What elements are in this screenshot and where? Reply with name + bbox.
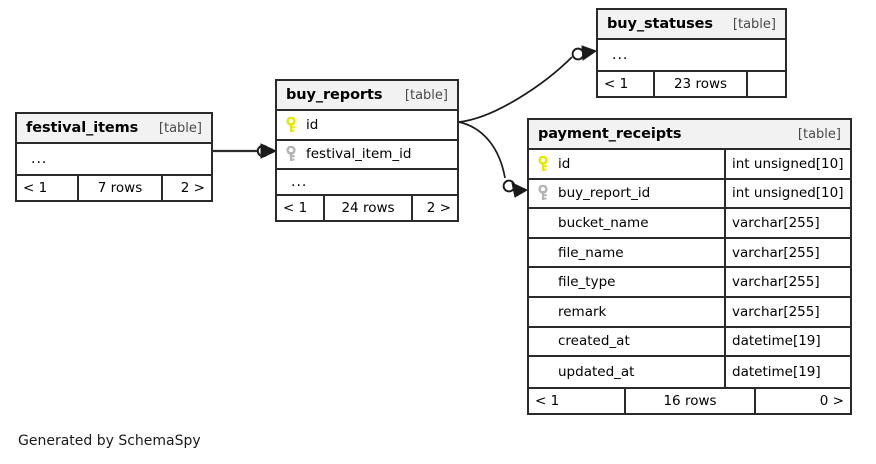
table-footer-buy_statuses: < 1 23 rows [598, 69, 785, 96]
column-type: datetime[19] [732, 363, 821, 380]
footer-parents-count[interactable]: < 1 [277, 196, 325, 221]
column-name: id [558, 155, 571, 172]
more-columns-ellipsis: ... [612, 46, 629, 63]
column-name: bucket_name [558, 214, 649, 231]
column-name: buy_report_id [558, 185, 651, 202]
footer-parents-count[interactable]: < 1 [598, 71, 655, 96]
table-node-payment_receipts[interactable]: payment_receipts [table] id int unsigned… [527, 118, 852, 415]
table-tag: [table] [158, 120, 202, 136]
more-columns-ellipsis: ... [291, 174, 308, 191]
footer-children-count[interactable]: 2 > [426, 200, 451, 217]
table-footer-festival_items: < 1 7 rows 2 > [17, 173, 211, 200]
column-name: file_name [558, 244, 624, 261]
column-type: int unsigned[10] [732, 185, 844, 202]
column-type: datetime[19] [732, 333, 821, 350]
footer-parents-count[interactable]: < 1 [17, 175, 79, 200]
table-header-buy_statuses: buy_statuses [table] [598, 10, 785, 40]
table-row: ... [598, 40, 785, 70]
table-row: file_type varchar[255] [529, 268, 850, 298]
table-name: payment_receipts [538, 126, 682, 142]
table-row: ... [277, 170, 457, 194]
table-header-buy_reports: buy_reports [table] [277, 81, 457, 111]
table-tag: [table] [797, 126, 841, 142]
primary-key-icon [285, 116, 301, 133]
crowsfoot-many-marker [581, 45, 598, 61]
table-row: created_at datetime[19] [529, 327, 850, 358]
column-name: festival_item_id [306, 146, 412, 163]
foreign-key-icon [537, 184, 553, 201]
relationship-festival_items-buy_reports [213, 143, 278, 159]
footer-row-count: 16 rows [626, 388, 756, 413]
table-node-buy_reports[interactable]: buy_reports [table] id [275, 79, 459, 223]
column-type: varchar[255] [732, 214, 820, 231]
table-node-festival_items[interactable]: festival_items [table] ... < 1 7 rows 2 … [15, 112, 213, 202]
crowsfoot-many-marker [511, 182, 529, 198]
table-header-festival_items: festival_items [table] [17, 114, 211, 144]
cardinality-one-marker [256, 144, 270, 158]
footer-children-count[interactable] [748, 72, 785, 96]
table-row: festival_item_id [277, 141, 457, 171]
footer-row-count: 7 rows [79, 175, 163, 200]
footer-row-count: 23 rows [655, 71, 748, 96]
column-type: varchar[255] [732, 244, 820, 261]
footer-children-count[interactable]: 0 > [819, 392, 844, 409]
table-row: id int unsigned[10] [529, 150, 850, 180]
foreign-key-icon [285, 145, 301, 162]
table-name: buy_statuses [607, 16, 713, 32]
table-row: updated_at datetime[19] [529, 357, 850, 387]
table-footer-buy_reports: < 1 24 rows 2 > [277, 194, 457, 221]
column-name: remark [558, 303, 607, 320]
relationship-buy_reports-buy_statuses [458, 45, 598, 123]
table-row: id [277, 111, 457, 141]
column-name: created_at [558, 333, 630, 350]
table-header-payment_receipts: payment_receipts [table] [529, 120, 850, 150]
schemaspy-credit: Generated by SchemaSpy [18, 433, 201, 449]
footer-children-count[interactable]: 2 > [180, 179, 205, 196]
footer-row-count: 24 rows [325, 196, 413, 221]
crowsfoot-many-marker [260, 143, 278, 159]
table-row: buy_report_id int unsigned[10] [529, 179, 850, 210]
column-name: file_type [558, 274, 616, 291]
column-type: varchar[255] [732, 274, 820, 291]
table-tag: [table] [404, 87, 448, 103]
more-columns-ellipsis: ... [31, 150, 48, 167]
table-row: bucket_name varchar[255] [529, 209, 850, 239]
table-name: buy_reports [286, 87, 383, 103]
table-name: festival_items [26, 120, 139, 136]
table-row: file_name varchar[255] [529, 238, 850, 269]
footer-parents-count[interactable]: < 1 [529, 388, 626, 413]
column-name: id [306, 116, 319, 133]
column-name: updated_at [558, 363, 635, 380]
relationship-buy_reports-payment_receipts [458, 121, 529, 198]
cardinality-one-marker [502, 179, 516, 193]
cardinality-one-marker [571, 47, 585, 61]
column-type: int unsigned[10] [732, 155, 844, 172]
table-node-buy_statuses[interactable]: buy_statuses [table] ... < 1 23 rows [596, 8, 787, 98]
table-row: remark varchar[255] [529, 297, 850, 328]
column-type: varchar[255] [732, 303, 820, 320]
table-tag: [table] [732, 16, 776, 32]
primary-key-icon [537, 155, 553, 172]
table-footer-payment_receipts: < 1 16 rows 0 > [529, 386, 850, 413]
table-row: ... [17, 144, 211, 174]
